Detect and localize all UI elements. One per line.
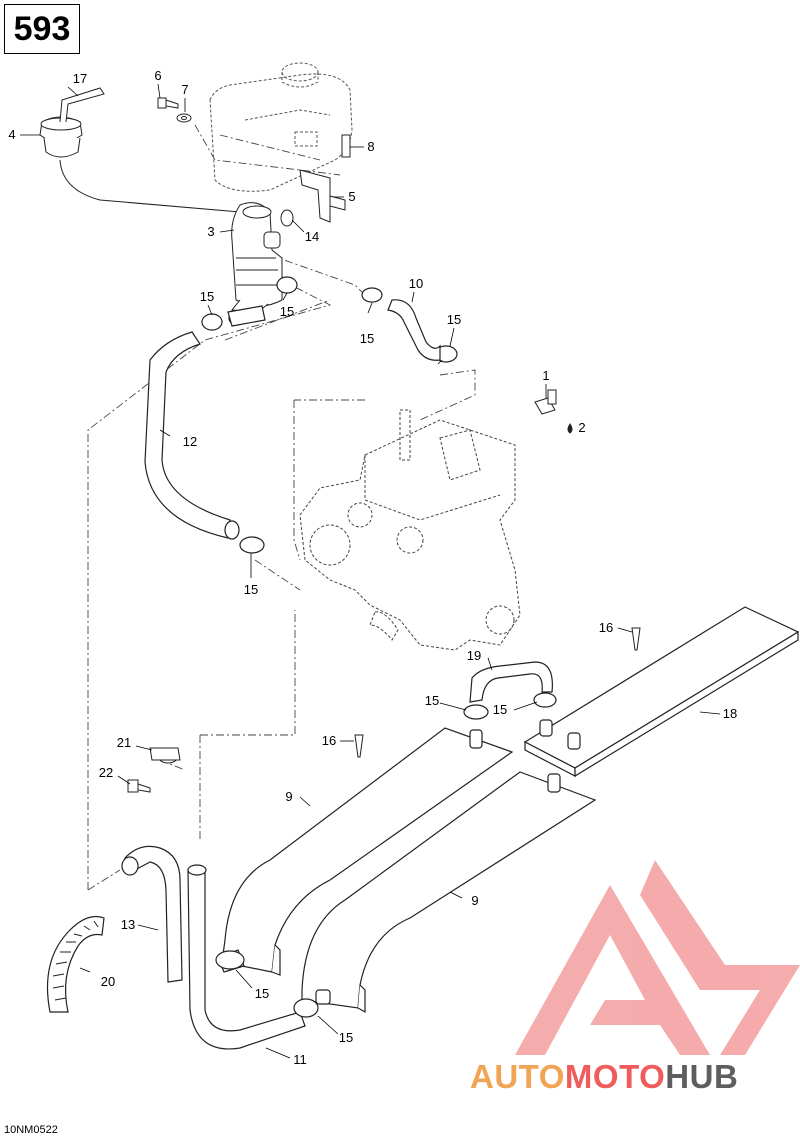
callout-7: 7 [181,82,188,97]
callout-6: 6 [154,68,161,83]
temperature-sensor [534,389,573,434]
hose-upper-elbow [387,299,441,361]
hose-u-bend [463,661,557,720]
callout-14: 14 [305,229,319,244]
page-number: 593 [13,9,71,48]
corrugated-sleeve [46,915,105,1013]
heat-exchanger-long-1 [221,727,514,976]
callout-9a: 9 [285,789,292,804]
page-number-box: 593 [4,4,80,54]
callout-19: 19 [467,648,481,663]
clamps-upper [201,276,458,363]
leader-lines [20,83,721,1059]
callout-3: 3 [207,224,214,239]
callout-15-hose10-left: 15 [360,331,374,346]
callout-15-hose10-right: 15 [447,312,461,327]
rivets [354,627,641,758]
clip-and-screw [127,747,181,793]
expansion-tank [231,202,294,313]
callout-17: 17 [73,71,87,86]
heat-exchanger-long-2 [301,771,597,1014]
callout-15-hose19-left: 15 [425,693,439,708]
heat-exchanger-rear [523,606,800,778]
callout-5: 5 [348,189,355,204]
callout-15-lower-left: 15 [255,986,269,1001]
callout-15-hose12: 15 [244,582,258,597]
callout-1: 1 [542,368,549,383]
callout-10: 10 [409,276,423,291]
diagram-code: 10NM0522 [4,1124,58,1136]
callout-9b: 9 [471,893,478,908]
callout-4: 4 [8,127,15,142]
reservoir-tank-outline [209,62,353,192]
callout-15-tank-left: 15 [200,289,214,304]
engine-block-outline [299,409,521,651]
callout-18: 18 [723,706,737,721]
callout-2: 2 [578,420,585,435]
callout-11: 11 [293,1052,307,1067]
hose-corrugated-long [144,331,265,554]
watermark-auto: AUTO [470,1058,565,1095]
callout-15-hose19-right: 15 [493,702,507,717]
callout-labels: 1 2 3 4 5 6 7 8 9 9 10 11 12 13 14 15 15… [8,68,737,1067]
cap-with-tube [39,87,241,213]
callout-15-tank-right: 15 [280,304,294,319]
callout-16-front: 16 [322,733,336,748]
callout-13: 13 [121,917,135,932]
callout-21: 21 [117,735,131,750]
bracket [299,134,351,223]
watermark-moto: MOTO [564,1058,666,1095]
watermark-triangle [515,860,800,1055]
callout-22: 22 [99,765,113,780]
watermark-logo-text: AUTOMOTOHUB [470,1058,738,1096]
callout-15-lower-right: 15 [339,1030,353,1045]
callout-16-rear: 16 [599,620,613,635]
callout-20: 20 [101,974,115,989]
hose-lower-routing [121,845,331,1050]
callout-8: 8 [367,139,374,154]
guide-lines [87,124,476,891]
callout-12: 12 [183,434,197,449]
screw-and-washer [157,97,192,123]
watermark-hub: HUB [665,1058,739,1095]
